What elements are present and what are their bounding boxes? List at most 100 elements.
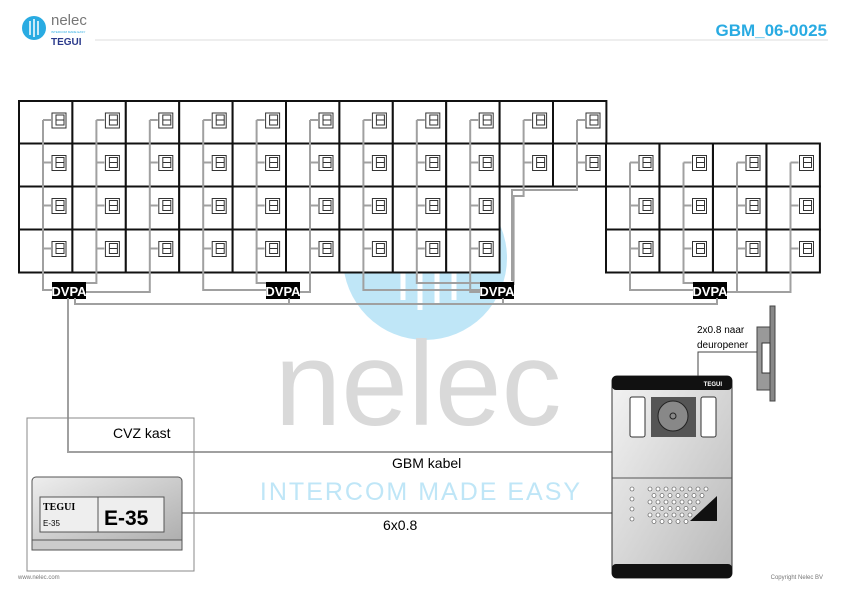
apartment-cell [124, 228, 181, 274]
indoor-monitor-icon [318, 112, 334, 129]
apartment-cell [285, 100, 341, 145]
apartment-cell [18, 228, 74, 274]
apartment-cell [178, 228, 234, 274]
apartment-cell [231, 100, 288, 145]
apartment-cell [391, 142, 448, 188]
apartment-cell [338, 100, 394, 145]
indoor-monitor-icon [585, 112, 601, 129]
dvpa-label: DVPA [479, 284, 515, 299]
six-wire-label: 6x0.8 [383, 517, 417, 533]
logo-brand: nelec [51, 12, 87, 29]
apartment-cell [391, 100, 448, 145]
indoor-monitor-icon [638, 155, 654, 171]
apartment-cell [124, 100, 181, 145]
dvpa-distributor: DVPA [692, 282, 728, 299]
indoor-monitor-icon [158, 155, 174, 171]
apartment-cell [178, 100, 234, 145]
indoor-monitor-icon [532, 112, 548, 129]
e35-brand: TEGUI [43, 502, 75, 513]
indoor-monitor-icon [318, 155, 334, 171]
cvz-cabinet [26, 417, 195, 572]
apartment-cell [552, 142, 608, 188]
dvpa-distributor: DVPA [479, 282, 515, 299]
apartment-cell [765, 142, 821, 188]
apartment-cell [712, 142, 768, 188]
indoor-monitor-icon [158, 241, 174, 257]
watermark-word: nelec [275, 317, 562, 451]
gbm-cable-label: GBM kabel [392, 455, 461, 471]
logo-sub: TEGUI [51, 37, 82, 48]
indoor-monitor-icon [692, 241, 707, 257]
apartment-cell [18, 100, 74, 145]
indoor-monitor-icon [425, 112, 441, 129]
indoor-monitor-icon [371, 198, 387, 214]
apartment-cell [498, 142, 555, 188]
apartment-cell [285, 142, 341, 188]
indoor-monitor-icon [265, 198, 281, 214]
indoor-monitor-icon [265, 241, 281, 257]
indoor-monitor-icon [51, 112, 67, 129]
indoor-monitor-icon [104, 112, 120, 129]
watermark-tagline: INTERCOM MADE EASY [260, 478, 582, 506]
apartment-cell [605, 185, 661, 231]
indoor-monitor-icon [638, 198, 654, 214]
indoor-monitor-icon [745, 198, 761, 214]
apartment-cell [712, 228, 768, 274]
apartment-cell [445, 185, 501, 231]
indoor-monitor-icon [158, 112, 174, 129]
indoor-monitor-icon [532, 155, 548, 171]
apartment-cell [231, 228, 288, 274]
apartment-cell [124, 185, 181, 231]
indoor-monitor-icon [211, 198, 227, 214]
indoor-monitor-icon [478, 198, 494, 214]
apartment-cell [178, 142, 234, 188]
apartment-cell [445, 100, 501, 145]
indoor-monitor-icon [51, 198, 67, 214]
indoor-monitor-icon [51, 241, 67, 257]
apartment-cell [658, 142, 714, 188]
indoor-monitor-icon [371, 241, 387, 257]
e35-power-supply: TEGUI E-35 E-35 [31, 476, 183, 551]
footer-copyright: Copyright Nelec BV [771, 575, 823, 581]
footer-website: www.nelec.com [17, 575, 60, 581]
apartment-cell [658, 228, 714, 274]
indoor-monitor-icon [318, 198, 334, 214]
indoor-monitor-icon [478, 241, 494, 257]
apartment-cell [18, 142, 74, 188]
dvpa-distributor: DVPA [265, 282, 301, 299]
indoor-monitor-icon [51, 155, 67, 171]
indoor-monitor-icon [211, 112, 227, 129]
apartment-cell [71, 228, 127, 274]
indoor-monitor-icon [104, 155, 120, 171]
dvpa-label: DVPA [692, 284, 728, 299]
apartment-cell [231, 142, 288, 188]
indoor-monitor-icon [318, 241, 334, 257]
apartment-cell [231, 185, 288, 231]
apartment-cell [285, 185, 341, 231]
apartment-cell [658, 185, 714, 231]
indoor-monitor-icon [425, 155, 441, 171]
apartment-grid [18, 100, 821, 274]
main-cables [67, 298, 718, 514]
indoor-monitor-icon [265, 112, 281, 129]
apartment-cell [765, 185, 821, 231]
indoor-monitor-icon [638, 241, 654, 257]
indoor-monitor-icon [371, 112, 387, 129]
apartment-cell [605, 142, 661, 188]
indoor-monitor-icon [745, 241, 761, 257]
indoor-monitor-icon [799, 198, 814, 214]
e35-model: E-35 [104, 507, 149, 530]
apartment-cell [338, 142, 394, 188]
indoor-monitor-icon [104, 241, 120, 257]
apartment-cell [765, 228, 821, 274]
document-code: GBM_06-0025 [715, 21, 827, 40]
indoor-monitor-icon [799, 155, 814, 171]
indoor-monitor-icon [478, 155, 494, 171]
door-opener-wire [697, 351, 765, 376]
indoor-monitor-icon [745, 155, 761, 171]
indoor-monitor-icon [799, 241, 814, 257]
apartment-cell [71, 142, 127, 188]
apartment-cell [18, 185, 74, 231]
